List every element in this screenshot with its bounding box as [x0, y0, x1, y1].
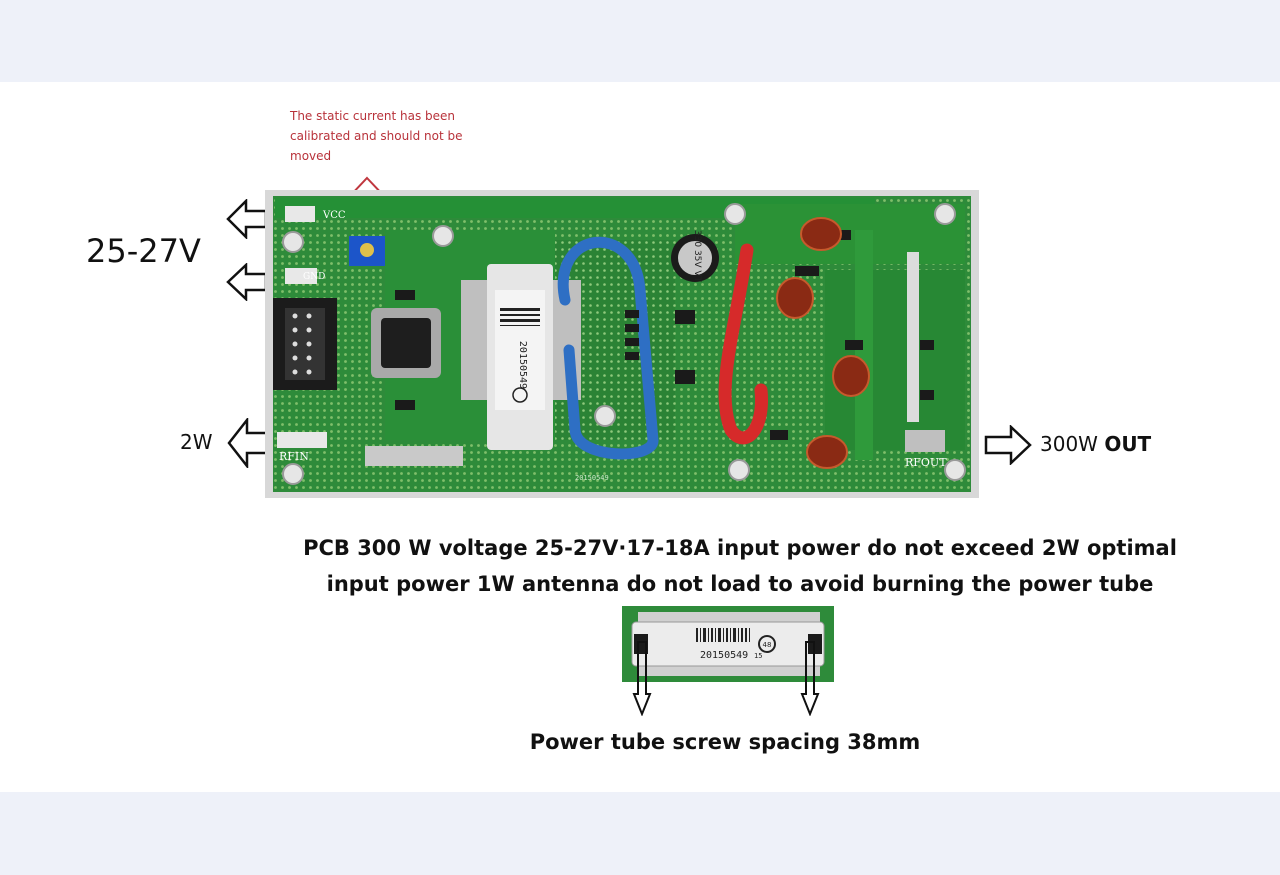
- voltage-label: 25-27V: [86, 232, 201, 270]
- capacitor-label: 330 35V VT: [692, 230, 702, 283]
- right-screw-arrow-icon: [800, 641, 820, 716]
- caption: PCB 300 W voltage 25-27V·17-18A input po…: [303, 536, 1177, 596]
- output-word: OUT: [1104, 432, 1152, 456]
- gnd-silk: GND: [303, 272, 325, 282]
- power-tube-closeup: 48 20150549 15: [622, 606, 834, 682]
- vcc-silk: VCC: [322, 210, 346, 221]
- rfout-silk: RFOUT: [905, 456, 947, 469]
- input-power-label: 2W: [180, 430, 213, 454]
- bottom-band: [0, 792, 1280, 875]
- screw-spacing-caption: Power tube screw spacing 38mm: [529, 730, 921, 754]
- vcc-arrow-icon: [226, 199, 268, 239]
- gnd-arrow-icon: [226, 263, 268, 301]
- rfin-silk: RFIN: [279, 450, 309, 463]
- output-power-label: 300W OUT: [1040, 432, 1151, 456]
- rfin-arrow-icon: [227, 418, 269, 468]
- closeup-code: 20150549: [700, 650, 748, 661]
- top-band: [0, 0, 1280, 82]
- closeup-suffix: 15: [754, 652, 762, 660]
- board-id-silk: 20150549: [575, 474, 609, 482]
- pcb-photo: VCC GND 20150549 330 35V VT: [265, 190, 979, 498]
- left-screw-arrow-icon: [632, 641, 652, 716]
- calibration-note: The static current has been calibrated a…: [290, 109, 463, 163]
- rfout-arrow-icon: [984, 425, 1032, 465]
- output-power-value: 300W: [1040, 432, 1098, 456]
- closeup-logo: 48: [763, 641, 772, 649]
- transistor-code-silk: 20150549: [517, 341, 528, 389]
